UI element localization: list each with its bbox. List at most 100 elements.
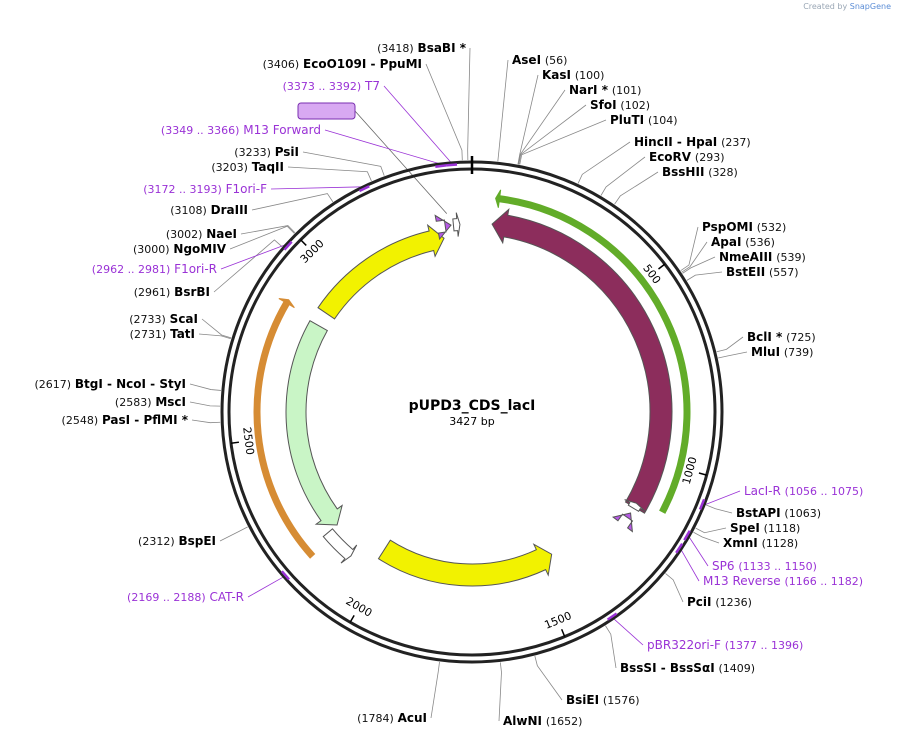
site-leader [191, 419, 221, 424]
primer-position: (1133 .. 1150) [738, 560, 817, 573]
restriction-site-label: BssHII (328) [662, 165, 738, 179]
site-leader [681, 241, 708, 273]
primer-leader [680, 549, 700, 582]
restriction-site-label: AlwNI (1652) [503, 714, 582, 728]
restriction-site-label: MluI (739) [751, 345, 813, 359]
site-position: (1118) [764, 522, 801, 535]
site-name: NmeAIII [719, 250, 772, 264]
primer-mark [280, 570, 290, 581]
site-name: TatI [170, 327, 195, 341]
primer-position: (3172 .. 3193) [143, 183, 222, 196]
site-name: BspEI [178, 534, 216, 548]
t7-promoter-arrow [452, 212, 461, 237]
ori-arrow [377, 539, 553, 587]
restriction-site-label: (2548) PasI - PflMI * [62, 413, 189, 427]
primer-position: (2169 .. 2188) [127, 591, 206, 604]
site-position: (1409) [719, 662, 756, 675]
tick-mark [658, 263, 666, 270]
site-position: (1652) [546, 715, 583, 728]
site-leader [467, 47, 471, 161]
primer-label: SP6 (1133 .. 1150) [712, 559, 817, 573]
site-position: (2733) [129, 313, 166, 326]
cmr-arrow [285, 320, 343, 526]
primer-name: F1ori-R [174, 262, 217, 276]
site-leader [718, 351, 748, 359]
restriction-site-label: SfoI (102) [590, 98, 650, 112]
site-leader [498, 662, 502, 722]
primer-mark [283, 240, 293, 251]
restriction-site-label: KasI (100) [542, 68, 604, 82]
site-leader [680, 226, 699, 271]
site-leader [665, 573, 684, 603]
primer-position: (1377 .. 1396) [725, 639, 804, 652]
tick-mark [300, 239, 307, 246]
primer-position: (1056 .. 1075) [785, 485, 864, 498]
primer-mark [698, 498, 706, 510]
primer-leader [703, 490, 741, 506]
restriction-site-label: BsiEI (1576) [566, 693, 639, 707]
site-name: AlwNI [503, 714, 542, 728]
restriction-site-label: ApaI (536) [711, 235, 775, 249]
restriction-site-label: (2961) BsrBI [134, 285, 210, 299]
primer-name: LacI-R [744, 484, 781, 498]
site-leader [518, 104, 587, 165]
site-name: PciI [687, 595, 712, 609]
site-position: (3000) [133, 243, 170, 256]
restriction-site-label: BstEII (557) [726, 265, 799, 279]
site-name: NarI * [569, 83, 609, 97]
site-name: BssSI - BssSαI [620, 661, 715, 675]
site-leader [534, 655, 563, 701]
site-name: KasI [542, 68, 571, 82]
restriction-site-label: (1784) AcuI [357, 711, 427, 725]
f1-ori-arrow [317, 223, 445, 320]
site-leader [189, 401, 221, 407]
site-name: BsaBI * [418, 41, 467, 55]
site-leader [518, 89, 566, 165]
snapgene-logo: SnapGene [849, 2, 891, 11]
site-position: (532) [757, 221, 787, 234]
site-name: BssHII [662, 165, 704, 179]
site-leader [287, 166, 372, 182]
site-name: BtgI - NcoI - StyI [75, 377, 186, 391]
site-name: PluTI [610, 113, 644, 127]
primer-name: M13 Reverse [703, 574, 781, 588]
site-name: ScaI [170, 312, 198, 326]
primer-label: (3373 .. 3392) T7 [283, 79, 380, 93]
site-position: (2548) [62, 414, 99, 427]
site-leader [695, 527, 727, 534]
site-position: (2617) [34, 378, 71, 391]
primer-leader [247, 576, 285, 598]
primer-mark [675, 542, 684, 554]
tick-mark [230, 441, 240, 444]
site-position: (104) [648, 114, 678, 127]
site-position: (539) [776, 251, 806, 264]
site-name: EcoRV [649, 150, 692, 164]
primer-leader [612, 617, 644, 646]
primer-leader [688, 536, 709, 567]
site-position: (2583) [115, 396, 152, 409]
site-position: (2961) [134, 286, 171, 299]
site-name: TaqII [252, 160, 284, 174]
site-position: (557) [769, 266, 799, 279]
restriction-site-label: (2617) BtgI - NcoI - StyI [34, 377, 186, 391]
primer-mark [435, 164, 447, 168]
site-position: (1236) [715, 596, 752, 609]
restriction-site-label: (2731) TatI [130, 327, 195, 341]
site-leader [425, 63, 463, 161]
site-name: BsrBI [174, 285, 210, 299]
site-position: (100) [575, 69, 605, 82]
lacI-outer-outer-arc [495, 189, 691, 514]
site-position: (3002) [166, 228, 203, 241]
site-name: BstEII [726, 265, 765, 279]
site-position: (739) [784, 346, 814, 359]
primer-position: (1166 .. 1182) [785, 575, 864, 588]
primer-mark [358, 185, 370, 193]
site-leader [600, 156, 646, 196]
restriction-site-label: (3406) EcoO109I - PpuMI [263, 57, 422, 71]
plasmid-size: 3427 bp [449, 415, 494, 428]
site-position: (1784) [357, 712, 394, 725]
restriction-site-label: PluTI (104) [610, 113, 678, 127]
tick-label: 2000 [344, 594, 375, 619]
site-position: (1128) [762, 537, 799, 550]
